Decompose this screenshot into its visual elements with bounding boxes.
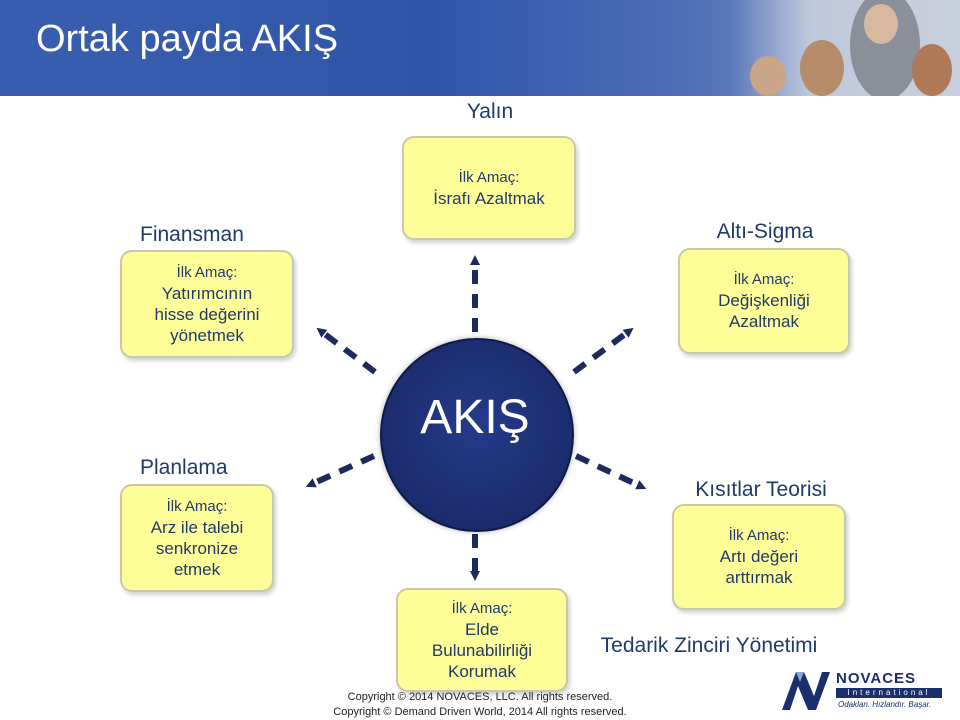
toc-label: Kısıtlar Teorisi — [695, 478, 827, 501]
slide-title: Ortak payda AKIŞ — [36, 18, 339, 60]
finance-goal-box: İlk Amaç: Yatırımcının hisse değerini yö… — [120, 250, 294, 358]
scm-goal-line: Bulunabilirliği — [431, 640, 533, 660]
six-sigma-goal-line: Değişkenliği — [718, 291, 810, 310]
lean-label: Yalın — [466, 100, 514, 123]
six-sigma-goal-line: Azaltmak — [729, 312, 799, 331]
arrow-up-left — [316, 327, 377, 375]
planning-goal-line: Arz ile talebi — [150, 517, 244, 537]
hub-label: AKIŞ — [420, 391, 530, 444]
lean-goal-box: İlk Amaç: İsrafı Azaltmak — [402, 136, 576, 240]
toc-goal-box: İlk Amaç: Artı değeri arttırmak — [672, 504, 846, 610]
arrow-right — [574, 453, 647, 490]
finance-goal-line: Yatırımcının — [161, 283, 253, 303]
scm-goal-box: İlk Amaç: Elde Bulunabilirliği Korumak — [396, 588, 568, 692]
logo-name: NOVACES — [836, 670, 917, 687]
six-sigma-goal-heading: İlk Amaç: — [733, 271, 795, 288]
planning-goal-heading: İlk Amaç: — [166, 497, 228, 515]
arrow-left — [305, 453, 376, 488]
planning-goal-line: senkronize — [155, 538, 239, 558]
six-sigma-goal-box: İlk Amaç: Değişkenliği Azaltmak — [678, 248, 850, 354]
copyright-line: Copyright © 2014 NOVACES, LLC. All right… — [347, 691, 613, 703]
scm-goal-line: Elde — [464, 619, 500, 639]
scm-goal-heading: İlk Amaç: — [451, 599, 513, 617]
logo-subtitle: International — [836, 688, 942, 698]
toc-goal-line: Artı değeri — [719, 547, 799, 566]
arrow-up-right — [572, 327, 634, 375]
novaces-logo: NOVACES International Odaklan. Hızlandır… — [780, 666, 950, 714]
lean-goal-line: İsrafı Azaltmak — [433, 188, 545, 208]
header-photo — [730, 0, 960, 96]
lean-goal-heading: İlk Amaç: — [458, 168, 520, 186]
planning-goal-line: etmek — [173, 559, 221, 579]
toc-goal-line: arttırmak — [725, 568, 793, 587]
planning-goal-box: İlk Amaç: Arz ile talebi senkronize etme… — [120, 484, 274, 592]
planning-label: Planlama — [140, 456, 228, 479]
scm-label: Tedarik Zinciri Yönetimi — [600, 634, 818, 657]
toc-goal-heading: İlk Amaç: — [728, 527, 790, 544]
scm-goal-line: Korumak — [447, 661, 517, 681]
logo-tagline: Odaklan. Hızlandır. Başar. — [838, 700, 932, 709]
finance-label: Finansman — [140, 223, 244, 246]
copyright-line: Copyright © Demand Driven World, 2014 Al… — [333, 706, 627, 718]
finance-goal-heading: İlk Amaç: — [176, 263, 238, 281]
hub-circle — [380, 338, 574, 532]
title-banner: Ortak payda AKIŞ — [0, 0, 960, 96]
logo-mark-icon — [782, 672, 830, 710]
finance-goal-line: hisse değerini — [154, 304, 260, 324]
six-sigma-label: Altı-Sigma — [716, 220, 814, 243]
finance-goal-line: yönetmek — [170, 325, 244, 345]
